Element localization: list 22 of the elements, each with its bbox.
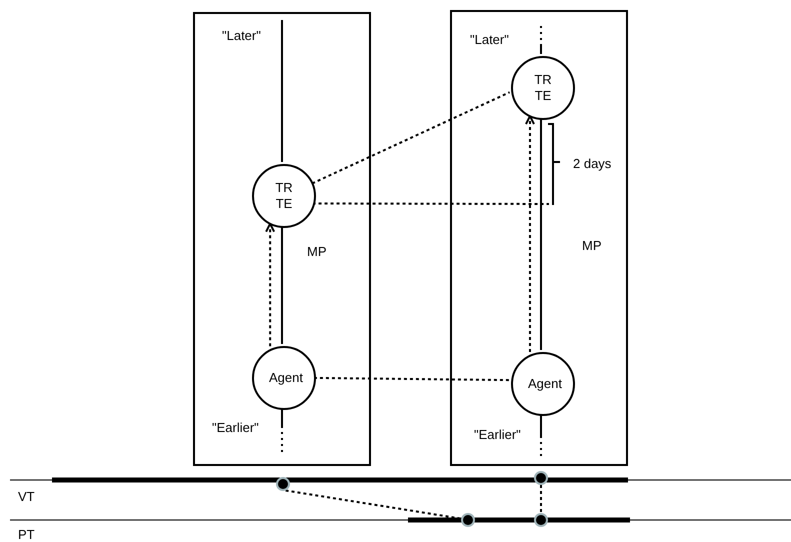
frame-box	[193, 12, 371, 466]
text-label: "Earlier"	[212, 419, 259, 437]
circle-label: TR TE	[533, 72, 553, 104]
arrow	[265, 222, 276, 346]
arrow	[524, 115, 535, 352]
text-label: PT	[18, 526, 35, 542]
frame-label: MP	[582, 237, 602, 255]
connector-line	[540, 485, 542, 513]
connector-line	[540, 118, 542, 350]
text-label: "Later"	[470, 31, 509, 49]
text-label: "Earlier"	[474, 426, 521, 444]
text-label: "Later"	[222, 27, 261, 45]
connector-line	[285, 490, 462, 520]
connector-line	[281, 226, 283, 344]
frame-box	[450, 10, 628, 466]
circle-label: TR TE	[274, 180, 294, 212]
frame-label: MP	[307, 243, 326, 261]
text-label: VT	[18, 488, 35, 506]
text-label: 2 days	[573, 155, 612, 173]
connector-line	[281, 20, 283, 162]
connector-line	[312, 91, 510, 184]
connector-line	[281, 408, 283, 452]
